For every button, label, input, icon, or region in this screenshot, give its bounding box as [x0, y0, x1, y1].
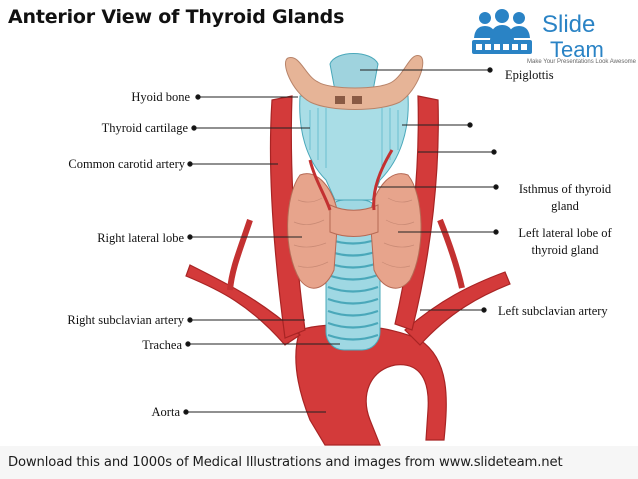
slideteam-logo: Slide Team: [472, 9, 604, 62]
logo-tagline: Make Your Presentations Look Awesome: [527, 59, 636, 65]
left-lateral-lobe-shape: [369, 173, 422, 289]
label-left-subclavian-artery: Left subclavian artery: [498, 304, 608, 318]
label-hyoid-bone: Hyoid bone: [131, 90, 190, 104]
label-aorta: Aorta: [151, 405, 180, 419]
hyoid-bone-shape: [285, 55, 424, 110]
label-trachea: Trachea: [142, 338, 182, 352]
label-left-lateral-lobe-line2: thyroid gland: [531, 242, 599, 257]
label-isthmus-line2: gland: [551, 198, 579, 213]
label-thyroid-cartilage: Thyroid cartilage: [101, 121, 188, 135]
leader-lines: [183, 67, 499, 415]
logo-word-team: Team: [550, 37, 604, 62]
label-left-lateral-lobe-line1: Left lateral lobe of: [518, 226, 612, 240]
right-subclavian-artery-shape: [185, 264, 301, 346]
footer-banner: [0, 446, 638, 479]
label-left-lateral-lobe: Left lateral lobe of thyroid gland: [502, 225, 628, 259]
label-isthmus-line1: Isthmus of thyroid: [518, 182, 612, 196]
isthmus-shape: [329, 204, 379, 237]
label-right-subclavian-artery: Right subclavian artery: [67, 313, 184, 327]
page-title: Anterior View of Thyroid Glands: [8, 6, 345, 28]
aorta: [295, 324, 447, 446]
epiglottis-shape: [329, 53, 379, 97]
footer-download-link[interactable]: Download this and 1000s of Medical Illus…: [8, 455, 563, 470]
label-right-lateral-lobe: Right lateral lobe: [97, 231, 184, 245]
label-common-carotid-artery: Common carotid artery: [68, 157, 185, 171]
left-subclavian-artery-shape: [404, 271, 511, 346]
logo-word-slide: Slide: [542, 11, 595, 38]
label-isthmus-of-thyroid-gland: Isthmus of thyroid gland: [502, 181, 628, 215]
label-epiglottis: Epiglottis: [505, 68, 554, 82]
